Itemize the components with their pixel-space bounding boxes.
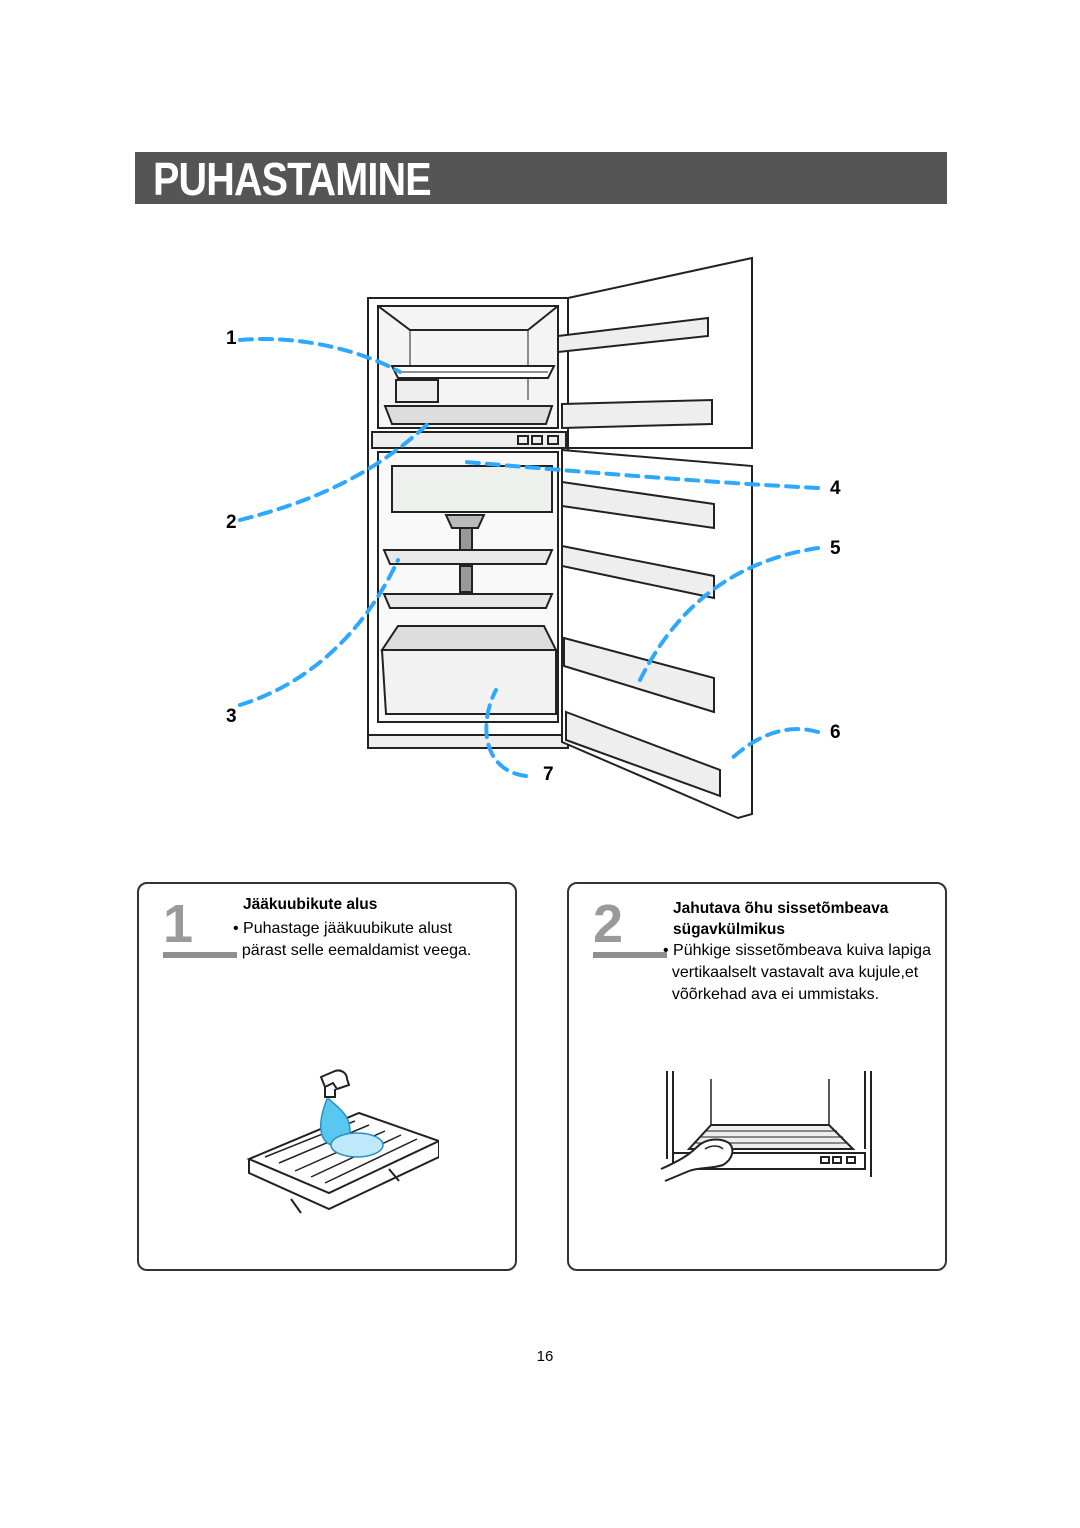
- callout-5: 5: [830, 538, 841, 559]
- step-number: 1: [163, 894, 194, 954]
- callout-1: 1: [226, 328, 237, 349]
- callout-3: 3: [226, 706, 237, 727]
- section-text-line: • Pühkige sissetõmbeava kuiva lapiga: [663, 942, 931, 959]
- section-ice-tray: 1 Jääkuubikute alus • Puhastage jääkuubi…: [137, 882, 517, 1271]
- callout-4: 4: [830, 478, 841, 499]
- page-number: 16: [536, 1348, 554, 1365]
- step-number: 2: [593, 894, 624, 954]
- refrigerator-illustration: [238, 256, 820, 820]
- callout-7: 7: [543, 764, 554, 785]
- section-heading: Jääkuubikute alus: [243, 896, 378, 913]
- section-text-line: pärast selle eemaldamist veega.: [233, 942, 472, 959]
- section-text-line: • Puhastage jääkuubikute alust: [233, 920, 453, 937]
- step-underline: [163, 952, 237, 958]
- callout-2: 2: [226, 512, 237, 533]
- section-text-line: vertikaalselt vastavalt ava kujule,et: [663, 964, 919, 981]
- step-underline: [593, 952, 667, 958]
- callout-6: 6: [830, 722, 841, 743]
- page-title: PUHASTAMINE: [153, 153, 432, 205]
- section-heading-line1: Jahutava õhu sissetõmbeava: [673, 900, 889, 917]
- title-bar: PUHASTAMINE: [135, 152, 947, 204]
- section-heading-line2: sügavkülmikus: [673, 921, 785, 938]
- section-text-line: võõrkehad ava ei ummistaks.: [663, 986, 880, 1003]
- section-air-intake: 2 Jahutava õhu sissetõmbeava sügavkülmik…: [567, 882, 947, 1271]
- freezer-vent-wiping-illustration: [660, 1071, 872, 1182]
- ice-tray-washing-illustration: [246, 1069, 439, 1214]
